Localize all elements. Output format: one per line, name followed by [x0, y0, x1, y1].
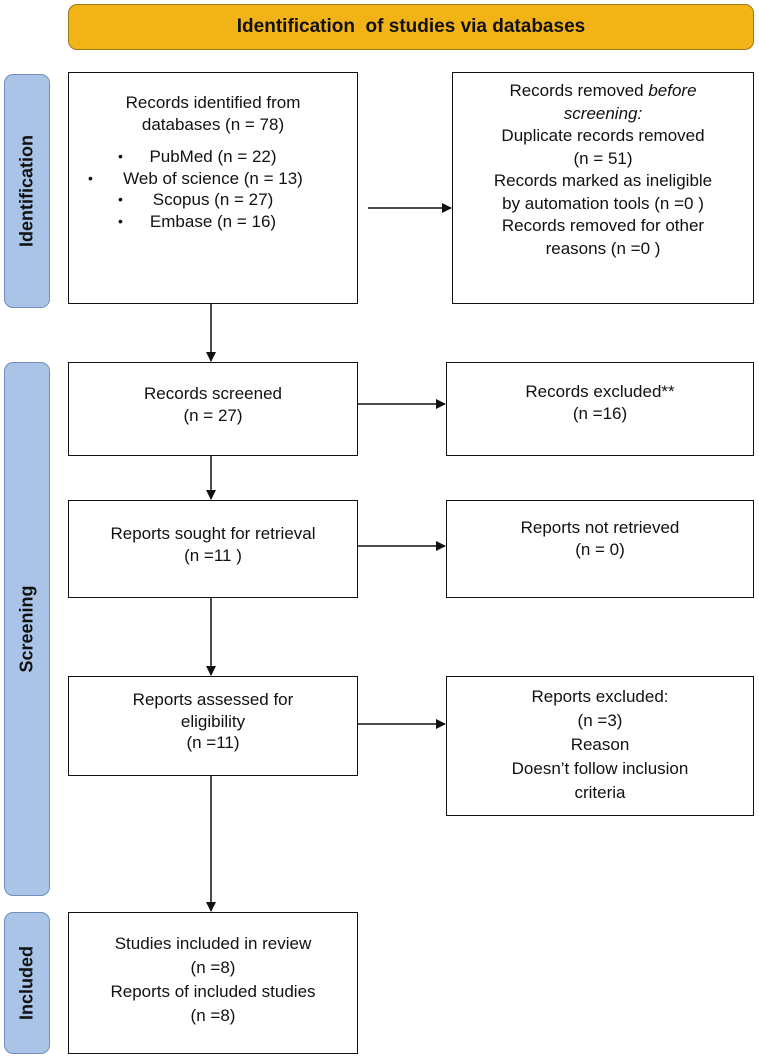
removed-line1-prefix: Records removed — [509, 81, 649, 100]
phase-identification: Identification — [4, 74, 50, 308]
reports-excluded-line3: Reason — [570, 735, 630, 754]
reports-excluded-line2: (n =3) — [577, 711, 623, 730]
reports-sought-box: Reports sought for retrieval (n =11 ) — [68, 500, 358, 598]
records-excluded-box: Records excluded** (n =16) — [446, 362, 754, 456]
reports-assessed-box: Reports assessed for eligibility (n =11) — [68, 676, 358, 776]
database-list: • PubMed (n = 22) • Web of science (n = … — [69, 146, 357, 232]
database-item-embase: • Embase (n = 16) — [69, 211, 357, 233]
screened-line1: Records screened — [144, 384, 282, 403]
database-label: Web of science (n = 13) — [123, 168, 303, 188]
studies-included-box: Studies included in review (n =8) Report… — [68, 912, 358, 1054]
removed-line6: by automation tools (n =0 ) — [502, 193, 704, 213]
not-retrieved-line1: Reports not retrieved — [520, 518, 680, 537]
screened-line2: (n = 27) — [183, 405, 243, 425]
removed-line8: reasons (n =0 ) — [545, 238, 661, 258]
reports-excluded-line1: Reports excluded: — [531, 687, 669, 706]
banner-title: Identification of studies via databases — [236, 16, 586, 37]
excluded-line2: (n =16) — [572, 403, 628, 423]
reports-excluded-line4: Doesn’t follow inclusion — [511, 759, 689, 778]
database-item-web-of-science: • Web of science (n = 13) — [69, 168, 357, 190]
phase-screening: Screening — [4, 362, 50, 896]
database-label: Scopus (n = 27) — [152, 190, 274, 209]
phase-included: Included — [4, 912, 50, 1054]
included-line2: (n =8) — [190, 958, 236, 977]
identified-line2: databases (n = 78) — [141, 114, 285, 134]
removed-line5: Records marked as ineligible — [493, 171, 713, 190]
reports-not-retrieved-box: Reports not retrieved (n = 0) — [446, 500, 754, 598]
sought-line2: (n =11 ) — [184, 545, 242, 565]
removed-line1-italic: before — [648, 81, 697, 100]
included-line3: Reports of included studies — [110, 982, 316, 1001]
reports-excluded-box: Reports excluded: (n =3) Reason Doesn’t … — [446, 676, 754, 816]
sought-line1: Reports sought for retrieval — [110, 524, 316, 543]
removed-line7: Records removed for other — [501, 216, 705, 235]
included-line4: (n =8) — [190, 1006, 236, 1025]
assessed-line1: Reports assessed for — [132, 690, 294, 709]
bullet-icon: • — [118, 191, 123, 207]
assessed-line2: eligibility — [180, 711, 246, 731]
not-retrieved-line2: (n = 0) — [575, 539, 625, 559]
identified-line1: Records identified from — [125, 93, 301, 112]
database-item-scopus: • Scopus (n = 27) — [69, 189, 357, 211]
assessed-line3: (n =11) — [186, 733, 240, 752]
database-label: PubMed (n = 22) — [149, 147, 277, 166]
included-line1: Studies included in review — [114, 934, 312, 953]
records-removed-box: Records removed before screening: Duplic… — [452, 72, 754, 304]
removed-line3: Duplicate records removed — [501, 126, 705, 145]
records-identified-box: Records identified from databases (n = 7… — [68, 72, 358, 304]
records-screened-box: Records screened (n = 27) — [68, 362, 358, 456]
removed-line1: Records removed before — [453, 80, 753, 103]
bullet-icon: • — [118, 212, 123, 229]
excluded-line1: Records excluded** — [525, 382, 675, 401]
removed-line2: screening: — [453, 103, 753, 126]
bullet-icon: • — [118, 148, 123, 164]
bullet-icon: • — [88, 169, 93, 186]
database-item-pubmed: • PubMed (n = 22) — [69, 146, 357, 168]
reports-excluded-line5: criteria — [574, 783, 626, 802]
database-label: Embase (n = 16) — [149, 211, 277, 231]
header-banner: Identification of studies via databases — [68, 4, 754, 50]
removed-line4: (n = 51) — [573, 148, 633, 168]
removed-line2-italic: screening: — [563, 103, 643, 123]
